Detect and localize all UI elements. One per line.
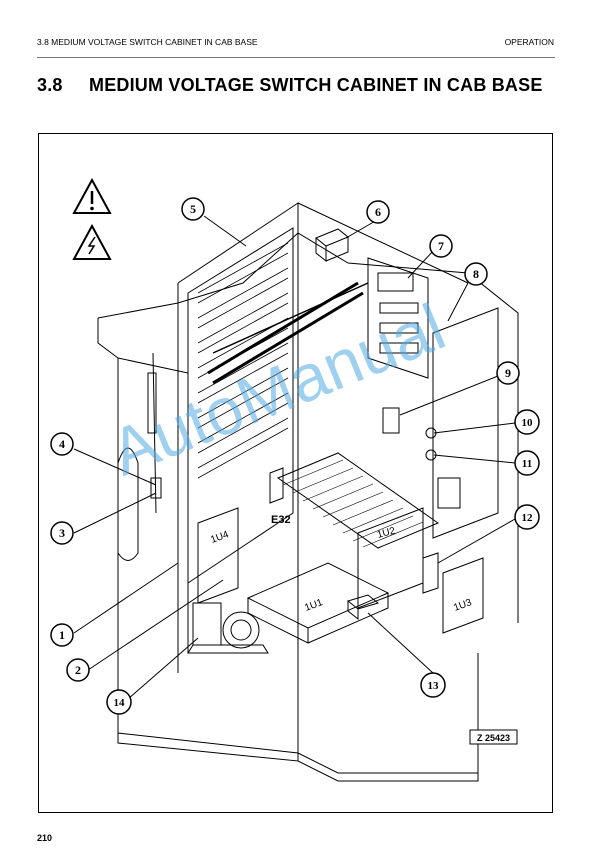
callout-6: 6 (366, 200, 390, 224)
label-1u3: 1U3 (452, 597, 473, 614)
svg-text:10: 10 (522, 417, 534, 429)
label-1u1: 1U1 (303, 597, 324, 614)
callout-8: 8 (464, 262, 488, 286)
callout-1: 1 (50, 623, 74, 647)
callout-14: 14 (106, 689, 132, 715)
callout-12: 12 (514, 504, 540, 530)
warning-exclamation-icon (72, 177, 112, 214)
figure-id: Z 25423 (469, 729, 518, 745)
section-title: MEDIUM VOLTAGE SWITCH CABINET IN CAB BAS… (89, 75, 543, 95)
running-header-chapter: OPERATION (504, 37, 554, 47)
svg-text:7: 7 (438, 239, 444, 253)
svg-text:13: 13 (428, 680, 440, 692)
electrical-hazard-icon (72, 223, 112, 260)
svg-text:4: 4 (59, 437, 65, 451)
callout-7: 7 (429, 234, 453, 258)
label-1u4: 1U4 (209, 529, 230, 546)
callout-4: 4 (50, 432, 74, 456)
svg-text:5: 5 (190, 202, 196, 216)
page-title: 3.8 MEDIUM VOLTAGE SWITCH CABINET IN CAB … (37, 75, 543, 96)
figure-frame (38, 133, 553, 813)
section-number: 3.8 (37, 75, 63, 95)
callout-2: 2 (66, 658, 90, 682)
svg-text:14: 14 (114, 697, 126, 709)
page-number: 210 (37, 833, 53, 843)
svg-text:3: 3 (59, 526, 65, 540)
svg-text:11: 11 (522, 458, 532, 470)
callout-5: 5 (181, 197, 205, 221)
svg-text:12: 12 (522, 512, 534, 524)
callout-3: 3 (50, 521, 74, 545)
svg-text:2: 2 (75, 663, 81, 677)
svg-text:Z 25423: Z 25423 (477, 733, 510, 743)
header-rule (37, 57, 555, 58)
svg-text:6: 6 (375, 205, 381, 219)
callout-11: 11 (514, 450, 540, 476)
cabinet-illustration: 5 6 7 8 9 10 11 12 4 3 1 2 13 14 1U4 E32… (50, 177, 540, 782)
svg-text:8: 8 (473, 267, 479, 281)
callout-9: 9 (496, 361, 520, 385)
label-1u2: 1U2 (376, 525, 397, 540)
svg-text:9: 9 (505, 366, 511, 380)
callout-13: 13 (420, 672, 446, 698)
callout-10: 10 (514, 409, 540, 435)
svg-text:1: 1 (59, 628, 65, 642)
running-header-section: 3.8 MEDIUM VOLTAGE SWITCH CABINET IN CAB… (37, 37, 258, 47)
label-e32: E32 (271, 514, 291, 526)
